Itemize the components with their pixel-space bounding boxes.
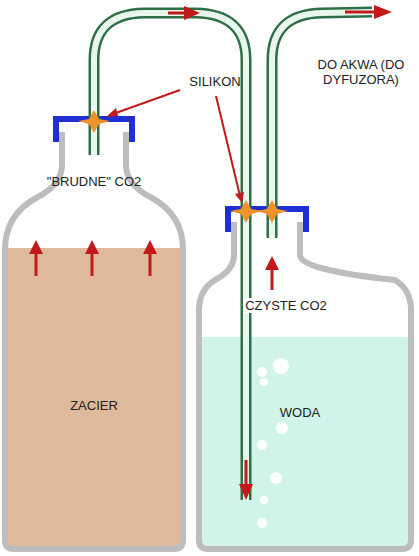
gas-label: "BRUDNE" CO2 bbox=[47, 174, 141, 189]
mash-label: ZACIER bbox=[70, 398, 118, 413]
gas-tube bbox=[94, 13, 253, 500]
water-fill bbox=[201, 337, 409, 547]
bottle: "BRUDNE" CO2ZACIER bbox=[0, 110, 188, 554]
bottle-outline bbox=[5, 132, 183, 549]
part-label: SILIKON bbox=[180, 74, 250, 89]
bottle: CZYSTE CO2WODA bbox=[192, 200, 417, 554]
bubbles bbox=[257, 358, 289, 528]
outlet-tube-inner bbox=[272, 12, 373, 239]
flow-arrow bbox=[168, 6, 200, 20]
outlet-tube bbox=[272, 12, 372, 238]
mash-fill bbox=[7, 248, 181, 547]
flow-arrow bbox=[345, 5, 392, 19]
bottle-outline bbox=[199, 222, 411, 549]
flow-arrow bbox=[265, 256, 279, 290]
gas-label: CZYSTE CO2 bbox=[243, 298, 329, 313]
silicone-seal bbox=[78, 110, 288, 223]
gas-arrows bbox=[29, 240, 157, 276]
destination-label: DO AKWA (DO DYFUZORA) bbox=[305, 57, 417, 87]
water-label: WODA bbox=[280, 405, 320, 420]
